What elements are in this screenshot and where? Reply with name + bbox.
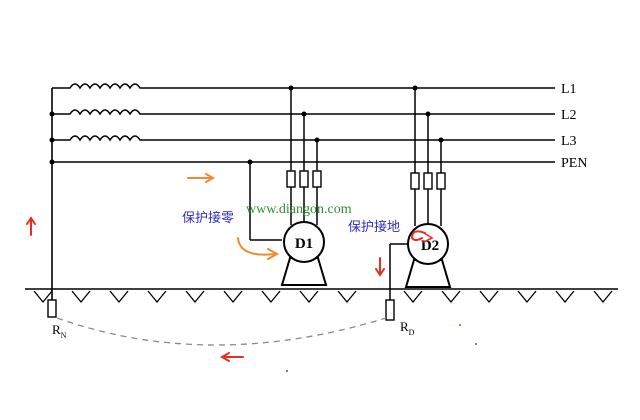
fuse-d2-1 bbox=[410, 172, 420, 190]
resistor-rn bbox=[47, 299, 57, 318]
resistor-rd bbox=[385, 299, 395, 321]
d1-feed bbox=[249, 88, 318, 241]
fuse-d2-3 bbox=[436, 172, 446, 190]
label-l1: L1 bbox=[561, 82, 577, 97]
d2-fuses bbox=[410, 172, 446, 190]
d2-feed bbox=[414, 88, 442, 226]
d1-body bbox=[283, 221, 325, 263]
ground bbox=[25, 288, 618, 304]
device-d1 bbox=[280, 221, 328, 286]
orange-arrows bbox=[187, 173, 280, 260]
neutral-junctions bbox=[49, 111, 55, 165]
d2-ground-wire bbox=[389, 243, 408, 300]
d2-current-loop-icon bbox=[410, 230, 426, 241]
earth-return-path bbox=[56, 317, 387, 346]
d1-junctions bbox=[247, 85, 320, 165]
label-rd: RD bbox=[400, 319, 415, 337]
fuse-d1-2 bbox=[299, 170, 309, 188]
label-pen: PEN bbox=[561, 156, 587, 171]
d1-current-path-icon bbox=[237, 237, 276, 256]
watermark: www.diangon.com bbox=[246, 202, 352, 217]
label-rn: RN bbox=[52, 322, 67, 340]
arrow-up-icon bbox=[26, 216, 36, 236]
red-arrows bbox=[26, 216, 434, 362]
fuse-d1-3 bbox=[312, 170, 322, 188]
annotation-protect-ground: 保护接地 bbox=[348, 219, 400, 235]
fuse-d1-1 bbox=[286, 170, 296, 188]
arrow-down-icon bbox=[375, 257, 385, 277]
fuse-d2-2 bbox=[423, 172, 433, 190]
stray-marks bbox=[459, 324, 461, 326]
coil-l3 bbox=[52, 135, 145, 142]
resistors bbox=[47, 299, 395, 321]
arrow-right-icon bbox=[187, 173, 216, 183]
device-d2 bbox=[404, 223, 452, 288]
ground-hatch bbox=[33, 290, 613, 304]
d2-junctions bbox=[412, 85, 444, 143]
label-l2: L2 bbox=[561, 108, 577, 123]
d1-label: D1 bbox=[295, 236, 313, 252]
d1-fuses bbox=[286, 170, 322, 188]
coil-l2 bbox=[52, 109, 145, 116]
d2-label: D2 bbox=[421, 238, 439, 254]
transformer-coils bbox=[51, 83, 145, 300]
label-l3: L3 bbox=[561, 134, 577, 149]
coil-l1 bbox=[52, 83, 145, 90]
annotation-protect-zero: 保护接零 bbox=[182, 210, 234, 226]
arrow-left-icon bbox=[219, 352, 244, 362]
